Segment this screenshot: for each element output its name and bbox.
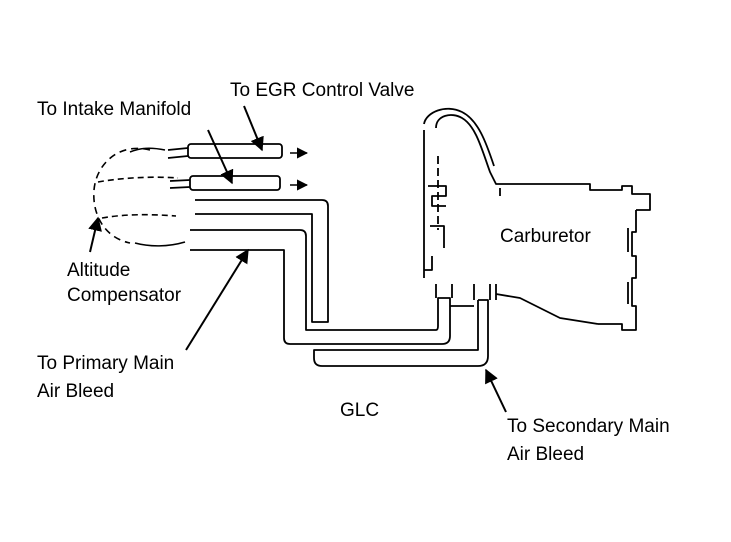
leader-lines <box>88 105 507 413</box>
carburetor-label: Carburetor <box>500 226 591 247</box>
primary-leader <box>185 248 249 351</box>
altitude-compensator-label-line2: Compensator <box>67 285 182 306</box>
intake-leader <box>207 129 234 185</box>
intake-manifold-label: To Intake Manifold <box>37 99 192 120</box>
tube-secondary <box>313 299 489 367</box>
glc-label: GLC <box>340 400 380 421</box>
tube-primary <box>190 229 451 345</box>
primary-air-bleed-label-line1: To Primary Main <box>37 353 175 374</box>
altitude-compensator-body <box>93 147 186 247</box>
tube-a <box>195 199 329 323</box>
secondary-air-bleed-label-line2: Air Bleed <box>507 444 585 465</box>
intake-hose <box>189 175 281 191</box>
altitude-compensator-label-line1: Altitude <box>67 260 131 281</box>
egr-control-valve-label: To EGR Control Valve <box>230 80 415 101</box>
secondary-air-bleed-label-line1: To Secondary Main <box>507 416 670 437</box>
altitude-leader <box>88 216 102 253</box>
carburetor-body <box>423 107 651 331</box>
secondary-leader <box>485 368 507 413</box>
primary-air-bleed-label-line2: Air Bleed <box>37 381 115 402</box>
egr-hose <box>187 143 283 159</box>
flow-arrows <box>290 147 309 191</box>
egr-leader <box>243 105 264 152</box>
air-bleed-tubes <box>190 199 491 367</box>
